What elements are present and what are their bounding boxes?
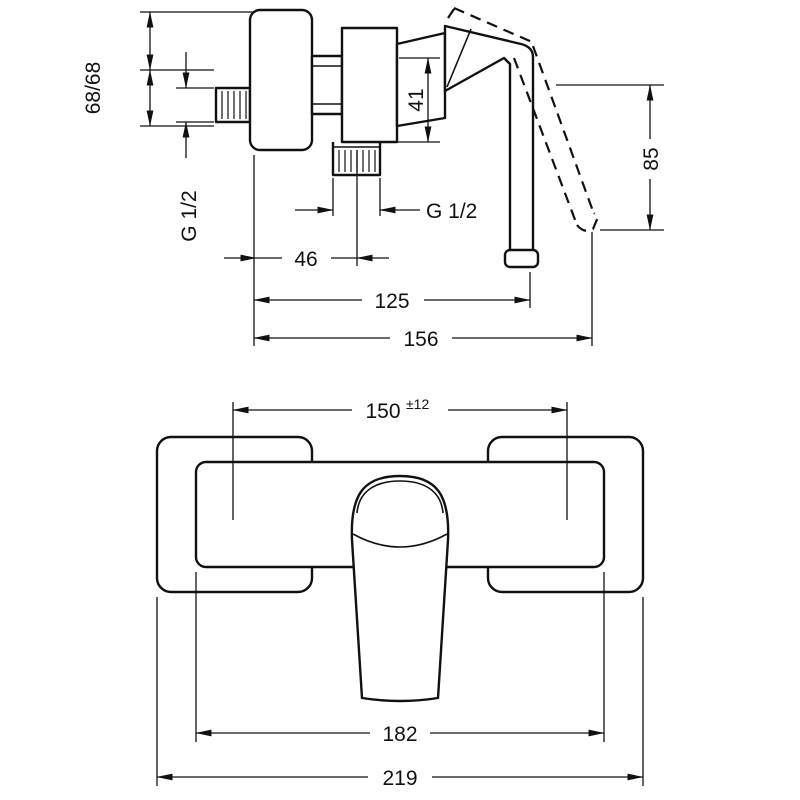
dim-outlet-drop: 41 xyxy=(382,57,440,143)
dim-label-182: 182 xyxy=(382,723,417,746)
dim-label-219: 219 xyxy=(382,767,417,790)
dim-label-156: 156 xyxy=(403,328,438,351)
dim-label-150-tolerance: ±12 xyxy=(406,396,429,412)
dim-label-41: 41 xyxy=(405,88,428,111)
dashed-handle-edge xyxy=(512,57,579,226)
dashed-handle-edge xyxy=(447,5,457,19)
lever-detail-line xyxy=(446,28,472,88)
handle-seam xyxy=(352,533,448,548)
inlet-pipe xyxy=(214,86,252,124)
dim-label-outlet-thread: G 1/2 xyxy=(426,200,477,223)
dim-depth-body: 125 xyxy=(253,155,531,346)
side-view: 68/68 G 1/2 41 G 1/2 xyxy=(82,5,664,351)
dim-connection-spacing: 150 ±12 xyxy=(232,396,568,520)
handle-top-edge xyxy=(356,480,444,514)
handle-adapter xyxy=(395,31,447,128)
dim-outlet-thread: G 1/2 xyxy=(295,178,477,223)
dashed-handle-tip xyxy=(576,212,600,232)
dim-total-width: 219 xyxy=(156,597,644,790)
dim-label-85: 85 xyxy=(640,147,663,170)
dim-label-150: 150 xyxy=(365,400,400,423)
dashed-handle-edge xyxy=(453,6,533,44)
handle-front xyxy=(350,474,450,703)
valve-body xyxy=(340,26,399,144)
dim-inlet-thread: G 1/2 xyxy=(176,52,214,242)
dim-label-125: 125 xyxy=(374,290,409,313)
dashed-handle-edge xyxy=(531,45,596,215)
lever-end-cap xyxy=(503,248,540,269)
dim-plate-heights: 68/68 xyxy=(82,11,254,127)
dim-handle-swing: 85 xyxy=(556,84,664,231)
handle-open-position-dashed xyxy=(447,5,600,232)
dim-body-width: 182 xyxy=(195,572,605,746)
inlet-thread-ticks xyxy=(221,91,247,119)
wall-plate-side xyxy=(248,8,314,152)
dim-label-46: 46 xyxy=(294,248,317,271)
dim-outlet-offset: 46 xyxy=(224,248,389,271)
mounting-nut xyxy=(310,54,344,116)
front-view: 150 ±12 182 219 xyxy=(155,396,645,790)
dim-depth-total: 156 xyxy=(253,232,593,351)
dim-label-68-68: 68/68 xyxy=(82,62,105,115)
dim-label-inlet-thread: G 1/2 xyxy=(178,190,201,241)
